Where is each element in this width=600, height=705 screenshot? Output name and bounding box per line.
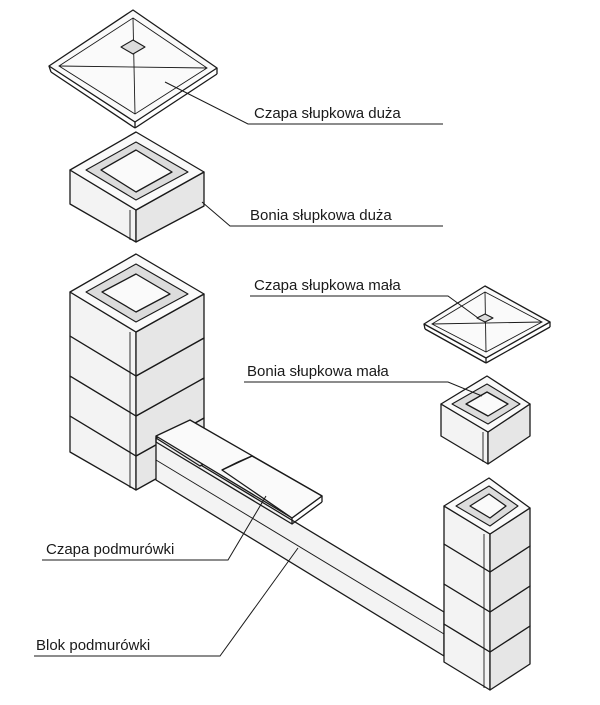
small-assembled-post	[443, 477, 531, 691]
leader-lines	[34, 81, 483, 657]
label-bonia-slupkowa-mala: Bonia słupkowa mała	[247, 363, 389, 380]
label-bonia-slupkowa-duza: Bonia słupkowa duża	[250, 207, 392, 224]
foundation-block	[155, 429, 445, 657]
large-post-ring	[69, 131, 205, 243]
label-czapa-slupkowa-mala: Czapa słupkowa mała	[254, 277, 401, 294]
small-post-cap	[423, 285, 551, 364]
label-czapa-slupkowa-duza: Czapa słupkowa duża	[254, 105, 401, 122]
foundation-cap	[155, 419, 323, 525]
small-post-ring	[440, 375, 531, 465]
label-czapa-podmurowki: Czapa podmurówki	[46, 541, 174, 558]
label-blok-podmurowki: Blok podmurówki	[36, 637, 150, 654]
large-post-cap	[48, 9, 218, 129]
